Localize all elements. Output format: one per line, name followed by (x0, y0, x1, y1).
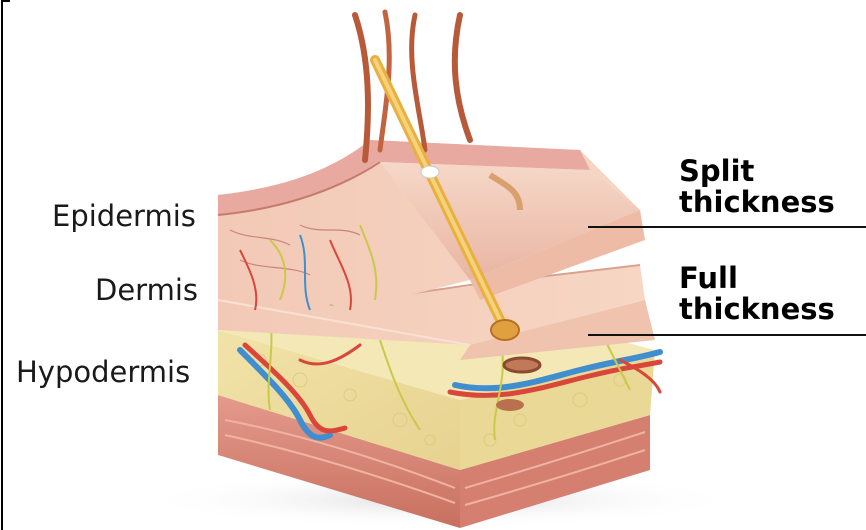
split-thickness-line2: thickness (679, 187, 835, 218)
hypodermis-label: Hypodermis (16, 358, 190, 387)
dermis-label: Dermis (95, 276, 198, 305)
full-thickness-line2: thickness (679, 294, 835, 325)
epidermis-label: Epidermis (52, 202, 196, 231)
split-thickness-line1: Split (679, 156, 835, 187)
vessel-cross-section (504, 358, 540, 372)
full-thickness-leader-line (588, 334, 866, 336)
full-thickness-line1: Full (679, 263, 835, 294)
full-thickness-label: Full thickness (679, 263, 835, 324)
split-thickness-leader-line (588, 226, 866, 228)
gland-cross-section (496, 399, 524, 411)
split-thickness-label: Split thickness (679, 156, 835, 217)
